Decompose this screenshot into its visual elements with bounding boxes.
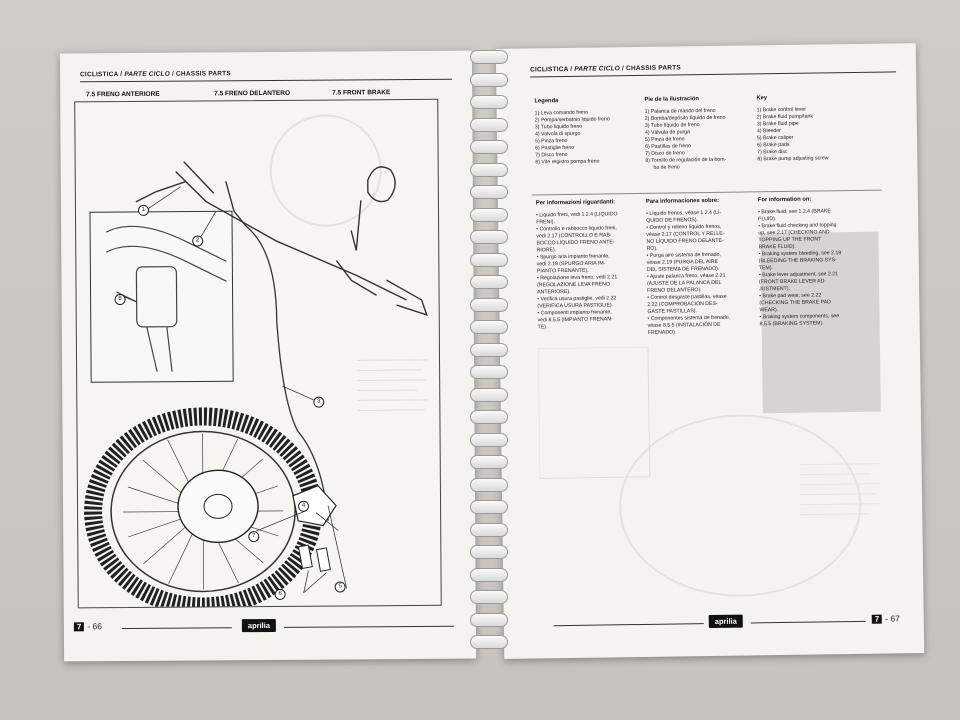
right-page: CICLISTICA / PARTE CICLO / CHASSIS PARTS…	[495, 43, 925, 659]
callout-1: 1	[137, 204, 150, 216]
footer-rule	[750, 620, 866, 624]
callout-6: 6	[274, 588, 286, 600]
legend-list-es: 1) Palanca de mando del freno 2) Bomba/d…	[645, 107, 754, 172]
section-title-es: 7.5 FRENO DELANTERO	[214, 89, 291, 98]
footer-rule	[553, 623, 704, 627]
spiral-coil	[470, 72, 508, 87]
left-footer: 7- 66 aprilia	[73, 618, 456, 636]
section-title-it: 7.5 FRENO ANTERIORE	[86, 90, 160, 99]
spiral-coil	[470, 410, 508, 424]
section-divider	[531, 189, 882, 196]
left-page-number: 7- 66	[73, 621, 102, 631]
info-list-es: • Líquido frenos, véase 1.2.4 (LÍ- QUIDO…	[646, 209, 756, 336]
spiral-coil	[470, 522, 508, 537]
spiral-coil	[470, 387, 508, 402]
spiral-coil	[470, 500, 508, 514]
legend-list-en: 1) Brake control lever 2) Brake fluid pu…	[757, 106, 878, 164]
brake-diagram: 1 2 3 4 5 6 7 8	[74, 98, 442, 609]
legend-title-es: Pie de la ilustración	[644, 96, 699, 103]
legend-title-en: Key	[756, 95, 768, 102]
info-title-es: Para informaciones sobre:	[645, 197, 720, 205]
aprilia-logo: aprilia	[708, 614, 743, 629]
legend-list-it: 1) Leva comando freno 2) Pompa/serbatoio…	[535, 109, 641, 166]
left-header: CICLISTICA / PARTE CICLO / CHASSIS PARTS	[80, 70, 231, 79]
right-header: CICLISTICA / PARTE CICLO / CHASSIS PARTS	[530, 64, 681, 74]
spiral-coil	[470, 432, 508, 447]
callout-8: 8	[114, 293, 126, 306]
spiral-coil	[470, 185, 508, 199]
legend-item: ba de freno	[653, 164, 680, 171]
callout-3: 3	[313, 396, 325, 408]
spiral-coil	[470, 635, 508, 649]
info-line: TE).	[537, 324, 548, 331]
right-page-number: 7- 67	[871, 613, 900, 624]
spiral-coil	[470, 545, 508, 559]
left-page: CICLISTICA / PARTE CICLO / CHASSIS PARTS…	[59, 50, 477, 662]
spiral-coil	[470, 455, 508, 469]
legend-item: 8) Vite registro pompa freno	[535, 158, 600, 166]
spiral-coil	[470, 207, 508, 222]
footer-rule	[121, 627, 232, 630]
callout-2: 2	[192, 235, 204, 247]
legend-item: 8) Brake pump adjusting screw	[757, 155, 829, 163]
info-line: FRENADO).	[647, 329, 677, 336]
spiral-coil	[470, 365, 508, 379]
spiral-coil	[470, 297, 508, 312]
spiral-coil	[470, 95, 508, 109]
spiral-coil	[470, 342, 508, 357]
spiral-coil	[470, 567, 508, 582]
info-title-it: Per informazioni riguardanti:	[535, 199, 616, 207]
aprilia-logo: aprilia	[241, 618, 277, 633]
callout-4: 4	[298, 500, 310, 512]
callout-7: 7	[248, 531, 260, 543]
section-title-en: 7.5 FRONT BRAKE	[332, 89, 391, 97]
legend-title-it: Legenda	[534, 98, 559, 105]
spiral-coil	[470, 612, 508, 627]
spiral-binding	[464, 40, 512, 670]
footer-rule	[283, 625, 454, 628]
spiral-coil	[470, 590, 508, 604]
info-title-en: For information on:	[757, 196, 812, 204]
bleed-through-illustration	[537, 346, 881, 597]
spiral-coil	[470, 320, 508, 334]
spiral-coil	[470, 230, 508, 244]
info-list-it: • Liquido freni, vedi 1.2.4 (LIQUIDO FRE…	[536, 211, 643, 331]
front-brake-illustration	[84, 114, 428, 609]
spiral-coil	[470, 477, 508, 492]
spiral-coil	[470, 140, 508, 154]
spiral-coil	[470, 50, 508, 64]
spiral-coil	[470, 117, 508, 132]
spiral-coil	[470, 275, 508, 289]
info-list-en: • Brake fluid, see 1.2.4 (BRAKE FLUID). …	[758, 208, 880, 329]
left-header-rule	[80, 78, 453, 83]
callout-5: 5	[334, 581, 346, 593]
spiral-coil	[470, 252, 508, 267]
spiral-coil	[470, 162, 508, 177]
